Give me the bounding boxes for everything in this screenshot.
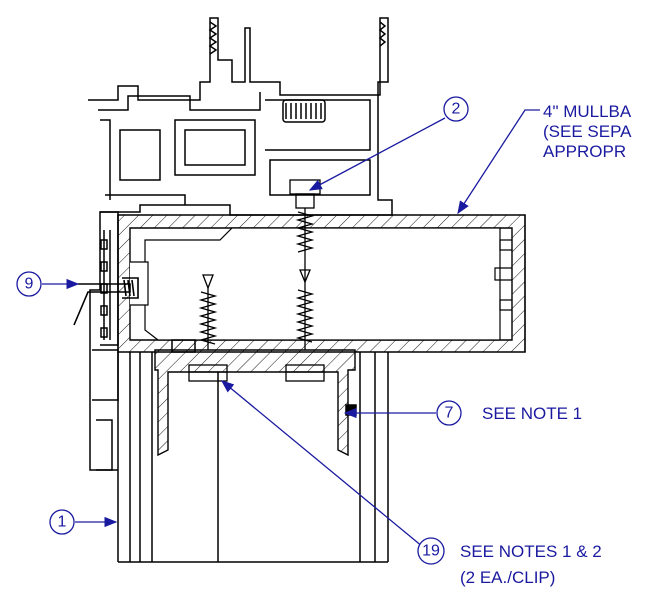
callout-7-number: 7 — [445, 405, 454, 422]
callout-19-note: SEE NOTES 1 & 2 — [460, 542, 602, 561]
callout-7: 7 SEE NOTE 1 — [436, 400, 582, 426]
callout-2: 2 — [443, 96, 469, 122]
mullbar-label: 4" MULLBA (SEE SEPA APPROPR — [543, 102, 632, 161]
lower-frame — [117, 339, 389, 563]
callout-1-number: 1 — [58, 514, 67, 531]
mullbar-label-line1: 4" MULLBA — [543, 102, 632, 121]
callout-7-note: SEE NOTE 1 — [482, 404, 582, 423]
mullbar-label-line3: APPROPR — [543, 142, 626, 161]
callout-2-number: 2 — [452, 101, 461, 118]
callout-19: 19 SEE NOTES 1 & 2 (2 EA./CLIP) — [417, 537, 602, 587]
callout-9: 9 — [16, 271, 42, 297]
callout-9-number: 9 — [25, 276, 34, 293]
clip-part-9 — [73, 277, 139, 326]
leader-lines — [42, 109, 540, 548]
window-frame-profile — [88, 17, 393, 471]
callout-19-note-qty: (2 EA./CLIP) — [460, 568, 555, 587]
mullbar-section — [117, 214, 526, 353]
callout-1: 1 — [49, 509, 75, 535]
callout-19-number: 19 — [422, 543, 440, 560]
mullbar-label-line2: (SEE SEPA — [543, 122, 632, 141]
